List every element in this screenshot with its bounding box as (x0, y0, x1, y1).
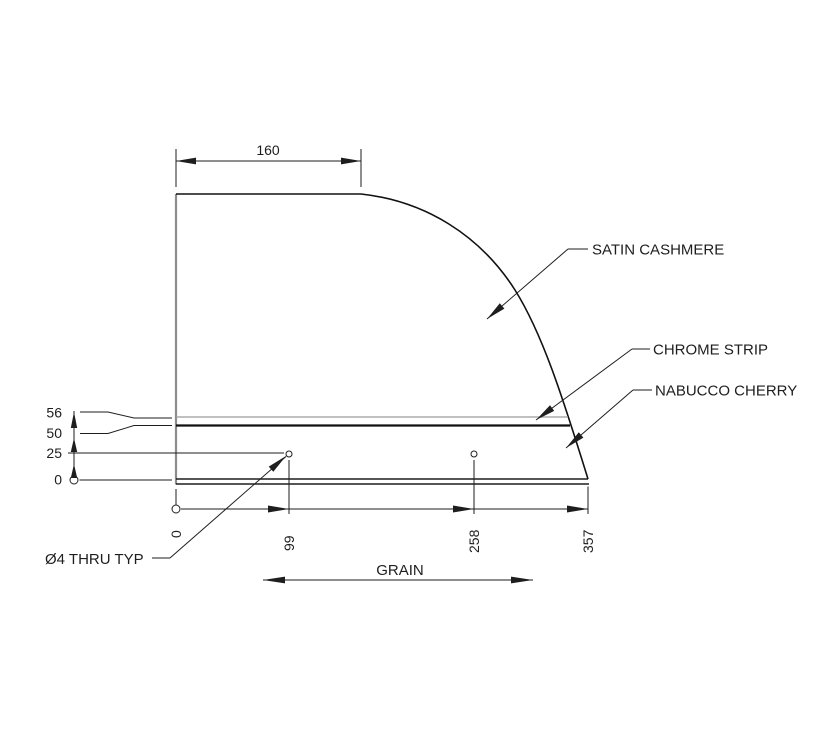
hole-left (285, 450, 293, 458)
arrowhead-right (567, 505, 588, 513)
arrowhead-right (453, 505, 474, 513)
arrowhead-left (263, 576, 285, 584)
grain-label: GRAIN (376, 562, 424, 579)
ordinate-25-label: 25 (46, 445, 62, 461)
arrowhead-right (341, 157, 361, 165)
arrowhead-right (511, 576, 533, 584)
callout-chrome-strip: CHROME STRIP (535, 342, 768, 421)
station-258-label: 258 (466, 529, 482, 553)
station-99-label: 99 (281, 535, 297, 551)
hole-right (470, 450, 478, 458)
station-0-label: 0 (168, 530, 184, 538)
dimension-top-width: 160 (175, 142, 362, 187)
ordinate-origin-bottom (171, 504, 181, 514)
chrome-strip-label: CHROME STRIP (653, 342, 768, 359)
bottom-ordinate-dimensions: 0 99 258 357 (168, 460, 596, 553)
callout-hole-note: Ø4 THRU TYP (45, 456, 287, 568)
hole-note-label: Ø4 THRU TYP (45, 551, 144, 568)
chrome-strip-lines (176, 416, 570, 427)
satin-cashmere-label: SATIN CASHMERE (592, 242, 724, 259)
leader-56 (80, 411, 172, 419)
grain-direction: GRAIN (263, 562, 533, 584)
arrowhead-leader (536, 405, 555, 420)
panel-outline (174, 193, 589, 485)
arrowhead-up (70, 438, 78, 452)
nabucco-cherry-label: NABUCCO CHERRY (655, 383, 797, 400)
arrowhead-leader (566, 432, 584, 448)
leader-50 (80, 425, 172, 434)
mounting-holes (285, 450, 478, 458)
ordinate-56-label: 56 (46, 405, 62, 421)
station-357-label: 357 (580, 529, 596, 553)
arrowhead-up (70, 464, 78, 478)
dim-160-label: 160 (256, 142, 280, 158)
ordinate-50-label: 50 (46, 425, 62, 441)
callout-satin-cashmere: SATIN CASHMERE (486, 242, 724, 320)
arrowhead-left (176, 157, 196, 165)
arrowhead-up (70, 412, 78, 428)
panel-top-and-curve-edge (176, 193, 589, 480)
arrowhead-leader (268, 456, 286, 472)
callout-nabucco-cherry: NABUCCO CHERRY (565, 383, 797, 449)
arrowhead-right (268, 505, 289, 513)
ordinate-0-label: 0 (54, 472, 62, 488)
left-ordinate-dimensions: 56 50 25 0 (46, 405, 284, 488)
arrowhead-leader (487, 303, 505, 319)
